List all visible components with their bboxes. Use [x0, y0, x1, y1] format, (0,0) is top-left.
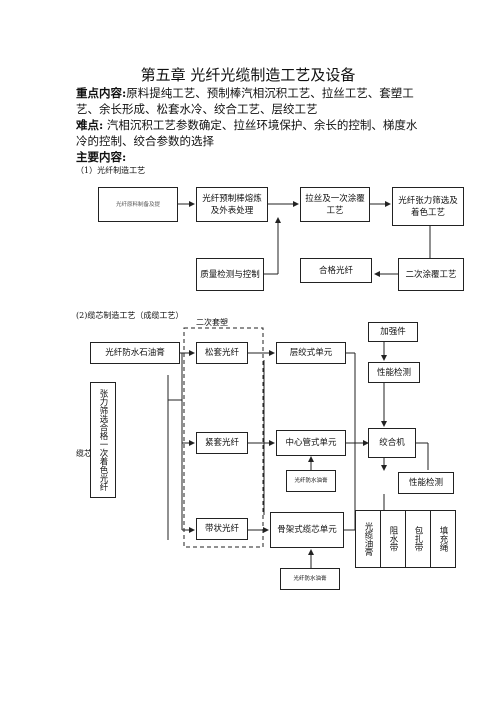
difficult-points-text: 汽相沉积工艺参数确定、拉丝环境保护、余长的控制、梯度水冷的控制、绞合参数的选择 [76, 118, 418, 148]
box-loose-tube: 松套光纤 [196, 342, 248, 364]
main-content-heading: 主要内容: [76, 150, 127, 164]
cable-gel-text: 光缆油膏 [363, 522, 373, 556]
box-ribbon-fiber: 带状光纤 [196, 518, 248, 540]
box-water-blocking-tape: 阻水带 [380, 510, 406, 568]
box-binding-tape: 包扎带 [405, 510, 431, 568]
box-cable-gel: 光缆油膏 [355, 510, 381, 568]
box-central-gel: 光纤防水油膏 [286, 470, 336, 492]
box-raw-material: 光纤原料制备及提 [98, 187, 178, 222]
secondary-sheath-label: 二次套塑 [196, 318, 228, 327]
difficult-points-label: 难点: [76, 118, 104, 132]
box-stranding-machine: 绞合机 [368, 428, 416, 458]
box-central-tube: 中心管式单元 [276, 430, 346, 456]
box-strength-member: 加强件 [368, 322, 418, 342]
section1-label: （1）光纤制造工艺 [76, 166, 146, 175]
filler-rope-text: 填充绳 [438, 526, 448, 552]
secondary-sheath-outline [183, 327, 264, 548]
box-layer-stranded: 层绞式单元 [276, 342, 346, 364]
tension-fiber-text: 张力筛选合格一次着色光纤 [98, 389, 108, 491]
box-performance-test-1: 性能检测 [368, 362, 420, 383]
cable-core-label: 缆芯 [76, 449, 92, 458]
box-draw-coating: 拉丝及一次涂覆工艺 [300, 187, 370, 222]
key-points: 重点内容:原料提纯工艺、预制棒汽相沉积工艺、拉丝工艺、套塑工艺、余长形成、松套水… [76, 85, 426, 117]
binding-tape-text: 包扎带 [413, 526, 423, 552]
box-filler-rope: 填充绳 [430, 510, 456, 568]
box-performance-test-2: 性能检测 [398, 472, 454, 494]
box-tension-screen: 光纤张力筛选及着色工艺 [392, 187, 464, 226]
chapter-title: 第五章 光纤光缆制造工艺及设备 [140, 66, 356, 84]
water-blocking-text: 阻水带 [388, 526, 398, 552]
key-points-label: 重点内容: [76, 86, 127, 100]
box-qualified-fiber: 合格光纤 [300, 258, 372, 283]
box-skeleton-gel: 光纤防水油膏 [280, 568, 340, 590]
box-preform: 光纤预制棒熔炼及外表处理 [196, 187, 268, 222]
difficult-points: 难点: 汽相沉积工艺参数确定、拉丝环境保护、余长的控制、梯度水冷的控制、绞合参数… [76, 117, 426, 149]
box-quality: 质量检测与控制 [196, 258, 264, 291]
box-water-gel: 光纤防水石油膏 [90, 342, 180, 364]
box-skeleton: 骨架式缆芯单元 [270, 512, 344, 548]
box-tension-fiber: 张力筛选合格一次着色光纤 [90, 382, 116, 498]
box-secondary-coating: 二次涂覆工艺 [398, 258, 464, 291]
section2-label: (2)缆芯制造工艺（成缆工艺） [76, 311, 184, 320]
box-tight-buffer: 紧套光纤 [196, 432, 248, 454]
key-points-text: 原料提纯工艺、预制棒汽相沉积工艺、拉丝工艺、套塑工艺、余长形成、松套水冷、绞合工… [76, 86, 414, 116]
